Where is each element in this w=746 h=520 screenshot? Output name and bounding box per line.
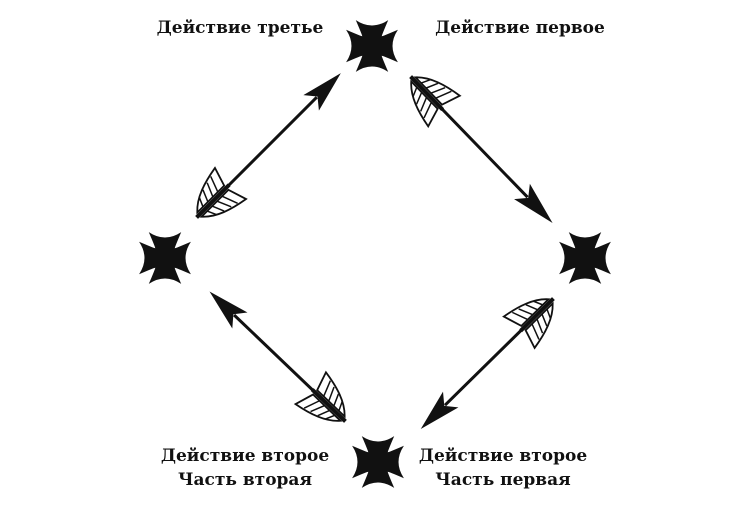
label-act-second-part2-line2: Часть вторая xyxy=(177,470,313,490)
label-act-second-part1-line1: Действие второе xyxy=(418,446,588,466)
label-act-second-part2-line1: Действие второе xyxy=(160,446,330,466)
cross-icon-top xyxy=(346,20,398,72)
arrow-act-second-part2 xyxy=(209,291,363,440)
arrow-act-second-part1 xyxy=(420,280,571,429)
arrow-act-first xyxy=(392,59,553,224)
label-act-third: Действие третье xyxy=(140,16,340,40)
label-act-first-text: Действие первое xyxy=(435,18,605,38)
label-act-third-text: Действие третье xyxy=(156,18,324,38)
cross-icon-right xyxy=(559,232,611,284)
label-act-second-part2: Действие второе Часть вторая xyxy=(160,444,330,492)
arrow-act-third xyxy=(181,73,341,233)
label-act-second-part1-line2: Часть первая xyxy=(435,470,571,490)
label-act-first: Действие первое xyxy=(415,16,625,40)
cross-icon-left xyxy=(139,232,191,284)
cross-icon-bottom xyxy=(352,436,404,488)
label-act-second-part1: Действие второе Часть первая xyxy=(418,444,588,492)
